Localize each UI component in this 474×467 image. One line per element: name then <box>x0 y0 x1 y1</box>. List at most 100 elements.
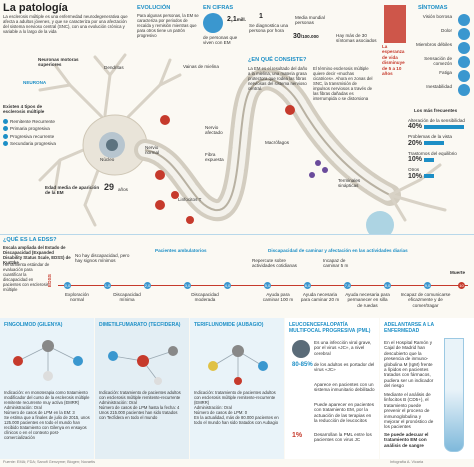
frequent-list: Alteración de la sensibilidad 40% Proble… <box>408 118 470 180</box>
types-title: Existen 4 tipos de esclerosis múltiple <box>3 104 45 115</box>
pml-s4-pct: 1% <box>292 432 303 439</box>
edss-point: 2,0 <box>144 282 151 289</box>
edss-subtitle: Escala ampliada del Estado de Discapacid… <box>3 245 71 265</box>
edss-caption: Ayuda necesaria para caminar 20 m <box>300 292 340 303</box>
symptom-item: Sensación de comezón <box>412 56 470 70</box>
edss-scale-label: EDSS <box>48 274 53 288</box>
virus-icon <box>292 340 310 358</box>
pml-pct: 80-85% <box>292 362 313 368</box>
pain-icon <box>458 28 470 40</box>
label-neuron: NEURONA <box>23 80 47 85</box>
edss-point: 9,0 <box>424 282 431 289</box>
edss-point: 4,0 <box>224 282 231 289</box>
symptoms-list: Visión borrosa Dolor Miembros débiles Se… <box>412 14 470 98</box>
page-title: La patología <box>3 2 68 14</box>
label-macrophages: Macrófagos <box>265 140 290 145</box>
edss-point: 8,0 <box>384 282 391 289</box>
label-myelin: Vainas de mielina <box>183 64 219 69</box>
drug-text: Indicación: tratamiento de pacientes adu… <box>99 390 181 420</box>
edss-caption: Discapacidad moderada <box>191 292 219 303</box>
evolution-title: EVOLUCIÓN <box>137 5 171 11</box>
drug-title: FINGOLIMOD (GILENYA) <box>4 322 63 328</box>
edss-point: 5,0 <box>264 282 271 289</box>
molecule-icon <box>13 340 83 381</box>
edss-death: Muerte <box>450 270 466 275</box>
frequent-bar <box>424 124 465 129</box>
symptom-item: Fatiga <box>412 70 470 84</box>
edss-point: 3,0 <box>184 282 191 289</box>
frequent-bar <box>424 174 435 179</box>
people-icon <box>203 13 223 33</box>
bullet-icon <box>3 119 8 124</box>
stat-hour-text: Se diagnostica una persona por hora <box>249 23 289 34</box>
ahead-t2: Mediante el análisis de linfocitos B (CD… <box>384 392 434 430</box>
what-text-2: El término esclerosis múltiple quiere de… <box>313 66 373 101</box>
drug-text: Indicación: en monoterapia como tratamie… <box>4 390 90 440</box>
pml-pct-text: de los adultos es portador del virus «JC… <box>314 362 375 373</box>
life-bar <box>384 5 406 43</box>
edss-point: 10 <box>458 282 465 289</box>
itch-icon <box>458 56 470 68</box>
evolution-text: Para algunas personas, la EM se caracter… <box>137 13 199 38</box>
balance-icon <box>458 84 470 96</box>
edss-caption: Incapaz de comunicarse eficazmente y de … <box>400 292 451 308</box>
drug-title: DIMETILFUMARATO (TECFIDERA) <box>99 322 181 328</box>
label-normal-nerve: Nervio normal <box>145 145 160 156</box>
label-affected-nerve: Nervio afectado <box>205 125 223 136</box>
frequent-item: Alteración de la sensibilidad 40% <box>408 118 465 131</box>
edss-ambulatory: Pacientes ambulatorios <box>155 248 207 253</box>
pml-title: LEUCOENCEFALOPATÍA MULTIFOCAL PROGRESIVA… <box>289 322 371 334</box>
drug-text: Indicación: tratamiento de pacientes adu… <box>194 390 279 425</box>
type-item: Secundaria progresiva <box>3 141 63 147</box>
label-lymphocytes: Linfocitos T <box>178 197 202 202</box>
edss-caption: Exploración normal <box>64 292 89 303</box>
frequent-item: Problemas de la vista 20% <box>408 134 452 147</box>
ahead-t1: En el Hospital Ramón y Cajal de Madrid h… <box>384 340 434 389</box>
pml-s3: Puede aparecer en pacientes con tratamie… <box>314 402 375 424</box>
edss-point: 6,0 <box>304 282 311 289</box>
symptom-item: Miembros débiles <box>412 42 470 56</box>
edss-walking: Discapacidad de caminar y afectación en … <box>268 248 408 253</box>
bullet-icon <box>3 133 8 139</box>
type-item: Primaria progresiva <box>3 126 63 132</box>
label-exposed-fiber: Fibra expuesta <box>205 152 224 163</box>
edss-caption: Ayuda para caminar 100 m <box>262 292 294 303</box>
age-value: 29 <box>104 182 115 192</box>
stat-people-value: 2,1mill. <box>227 16 246 23</box>
edss-point: 1,0 <box>104 282 111 289</box>
edss-scale-line <box>58 285 468 286</box>
edss-point: 0,0 <box>64 282 71 289</box>
types-list: Remitente Recurrente Primaria progresiva… <box>3 119 63 147</box>
label-motor-neurons: Neuronas motoras superiores <box>38 57 79 68</box>
life-text: La esperanza de vida disminuye de 5 a 10… <box>382 44 405 77</box>
molecule-icon <box>208 345 268 385</box>
edss-low: No hay discapacidad, pero hay signos mín… <box>75 253 130 264</box>
molecule-icon <box>108 346 178 385</box>
pml-s1: Es una infección viral grave, por el vir… <box>314 340 372 356</box>
intro-text: La esclerosis múltiple es una enfermedad… <box>3 14 128 34</box>
symptom-item: Visión borrosa <box>412 14 470 28</box>
bullet-icon <box>3 126 8 132</box>
type-item: Progresiva recurrente <box>3 133 63 139</box>
edss-caption: Discapacidad mínima <box>113 292 141 303</box>
symptoms-title: SÍNTOMAS <box>418 5 448 11</box>
stat-world-text: Media mundial personas <box>295 15 325 26</box>
edss-mid: Repercute sobre actividades cotidianas <box>252 258 297 269</box>
pml-s2: Aparece en pacientes con un sistema inmu… <box>314 382 375 393</box>
type-item: Remitente Recurrente <box>3 119 63 124</box>
symptom-item: Dolor <box>412 28 470 42</box>
neuron-diagram <box>38 53 447 235</box>
edss-point: 7,0 <box>344 282 351 289</box>
figures-panel: 2,1mill. de personas que viven con EM 1 … <box>203 13 381 53</box>
limb-icon <box>458 42 470 54</box>
edss-desc: Herramienta estándar de evaluación para … <box>3 262 50 292</box>
edss-caption: Ayuda necesaria para permanecer en silla… <box>345 292 390 308</box>
fatigue-icon <box>458 70 470 82</box>
pml-s4: Desarrollan la PML entre los pacientes c… <box>314 432 372 443</box>
frequent-bar <box>424 141 445 146</box>
edss-high: Incapaz de caminar 5 m <box>323 258 349 269</box>
ahead-title: ADELANTARSE A LA ENFERMEDAD <box>384 322 434 334</box>
symptom-item: Inestabilidad <box>412 84 470 98</box>
bullet-icon <box>3 141 8 147</box>
label-terminals: Terminales sinápticas <box>338 178 361 189</box>
